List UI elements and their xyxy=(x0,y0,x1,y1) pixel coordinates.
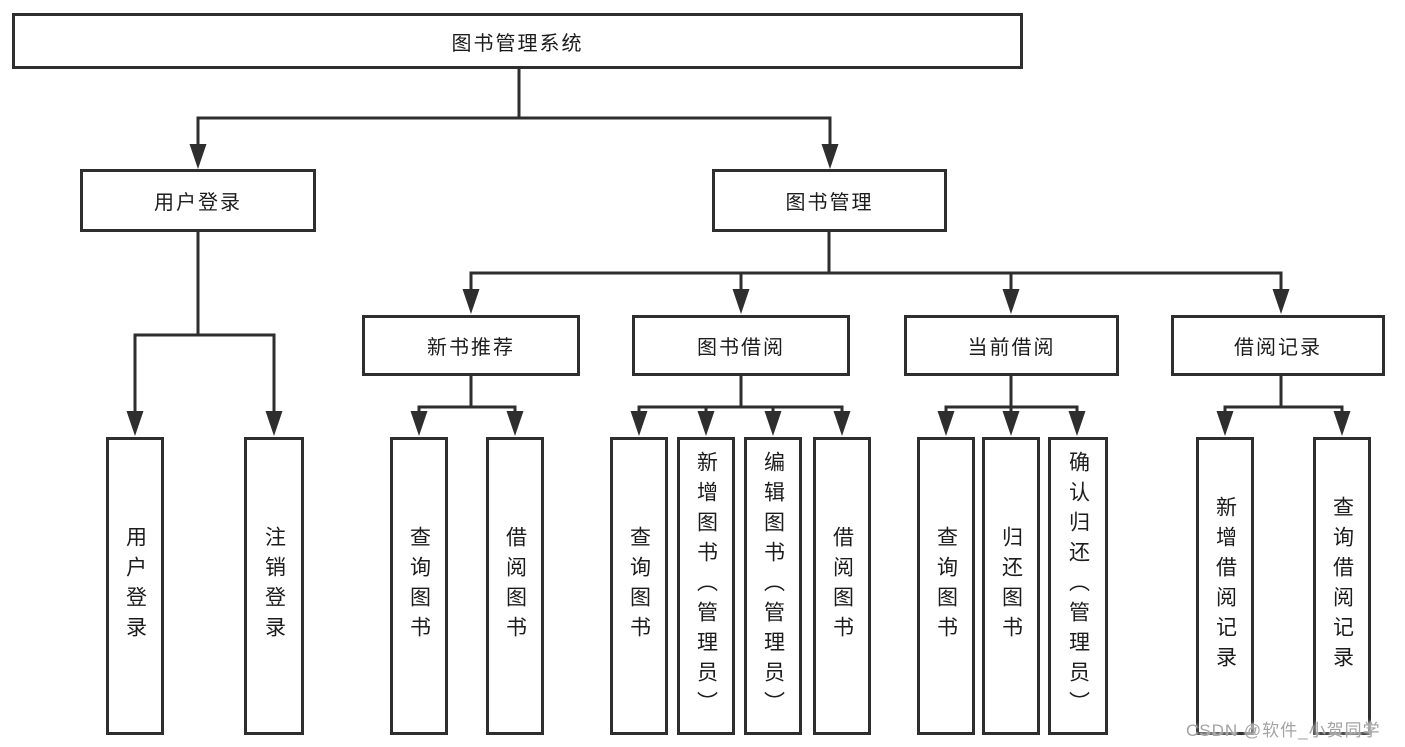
node-book-management-label: 图书管理 xyxy=(785,192,874,214)
leaf-search-books-2-label: 查询图书 xyxy=(627,526,651,646)
leaf-logout: 注销登录 xyxy=(244,437,304,735)
leaf-search-books-3: 查询图书 xyxy=(917,437,975,735)
node-book-management: 图书管理 xyxy=(712,169,947,232)
leaf-search-books-3-label: 查询图书 xyxy=(934,526,958,646)
leaf-edit-books-admin: 编辑图书（管理员） xyxy=(744,437,802,735)
node-borrowing-records-label: 借阅记录 xyxy=(1234,337,1322,359)
leaf-search-borrow-record-label: 查询借阅记录 xyxy=(1330,496,1354,676)
leaf-user-login-label: 用户登录 xyxy=(123,526,147,646)
leaf-add-borrow-record: 新增借阅记录 xyxy=(1196,437,1254,735)
node-book-borrowing: 图书借阅 xyxy=(632,315,850,376)
leaf-add-borrow-record-label: 新增借阅记录 xyxy=(1213,496,1237,676)
leaf-borrow-books-1: 借阅图书 xyxy=(486,437,544,735)
leaf-edit-books-admin-label: 编辑图书（管理员） xyxy=(761,451,785,721)
leaf-search-books-2: 查询图书 xyxy=(610,437,668,735)
node-current-borrowing-label: 当前借阅 xyxy=(967,337,1056,359)
connector-current-borrow-branch xyxy=(937,376,1086,436)
node-book-borrowing-label: 图书借阅 xyxy=(697,337,785,359)
node-user-login-label: 用户登录 xyxy=(154,192,242,214)
leaf-borrow-books-2-label: 借阅图书 xyxy=(830,526,854,646)
leaf-borrow-books-2: 借阅图书 xyxy=(813,437,871,735)
connector-new-book-branch xyxy=(410,376,524,436)
leaf-borrow-books-1-label: 借阅图书 xyxy=(503,526,527,646)
connector-user-login-branch xyxy=(126,232,283,436)
node-new-book-recommend-label: 新书推荐 xyxy=(427,337,515,359)
leaf-add-books-admin-label: 新增图书（管理员） xyxy=(694,451,718,721)
connector-root-branch xyxy=(189,69,839,169)
connector-book-borrow-branch xyxy=(630,376,851,436)
node-borrowing-records: 借阅记录 xyxy=(1171,315,1385,376)
leaf-search-books-1-label: 查询图书 xyxy=(407,526,431,646)
node-user-login: 用户登录 xyxy=(80,169,316,232)
node-current-borrowing: 当前借阅 xyxy=(904,315,1119,376)
node-library-system: 图书管理系统 xyxy=(12,13,1023,69)
leaf-logout-label: 注销登录 xyxy=(262,526,286,646)
csdn-watermark: CSDN @软件_小贺同学 xyxy=(1186,721,1381,740)
connector-borrow-records-branch xyxy=(1216,376,1351,436)
leaf-return-books-label: 归还图书 xyxy=(999,526,1023,646)
node-new-book-recommend: 新书推荐 xyxy=(362,315,580,376)
leaf-search-borrow-record: 查询借阅记录 xyxy=(1313,437,1371,735)
leaf-user-login: 用户登录 xyxy=(106,437,164,735)
node-library-system-label: 图书管理系统 xyxy=(451,32,584,55)
leaf-add-books-admin: 新增图书（管理员） xyxy=(677,437,735,735)
leaf-confirm-return-admin: 确认归还（管理员） xyxy=(1048,437,1108,735)
leaf-return-books: 归还图书 xyxy=(982,437,1040,735)
leaf-search-books-1: 查询图书 xyxy=(390,437,448,735)
leaf-confirm-return-admin-label: 确认归还（管理员） xyxy=(1066,451,1090,721)
connector-book-management-branch xyxy=(462,232,1290,314)
